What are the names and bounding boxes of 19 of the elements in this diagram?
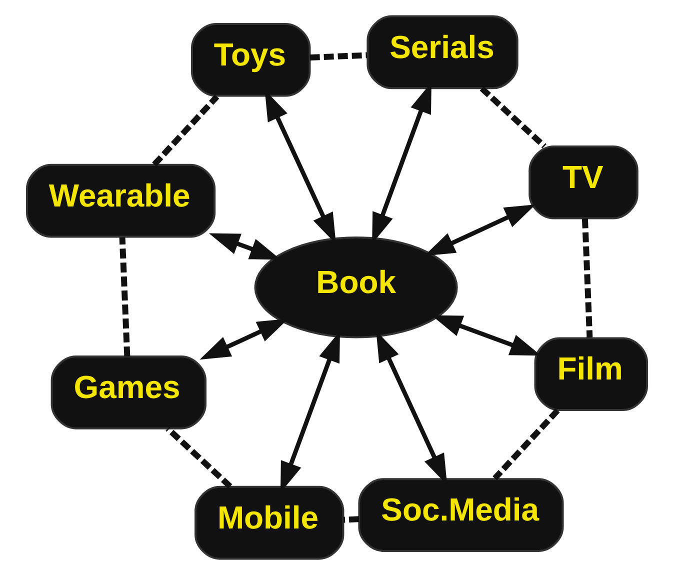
connector	[479, 86, 546, 148]
connector	[581, 218, 592, 338]
connector	[118, 237, 130, 356]
connector	[152, 94, 219, 167]
connector	[342, 516, 359, 523]
node-box: Wearable	[25, 164, 216, 238]
connector	[309, 52, 367, 61]
node-box: Mobile	[194, 486, 344, 560]
node-ellipse: Book	[254, 236, 458, 338]
node-box: Film	[534, 337, 648, 412]
arrow	[208, 233, 280, 260]
node-box: Soc.Media	[358, 478, 564, 552]
node-box: Serials	[366, 15, 518, 90]
connector	[165, 426, 232, 489]
node-box: TV	[528, 145, 638, 220]
connector	[492, 408, 560, 480]
node-box: Games	[50, 355, 206, 430]
arrow	[199, 318, 288, 360]
node-box: Toys	[190, 22, 310, 97]
